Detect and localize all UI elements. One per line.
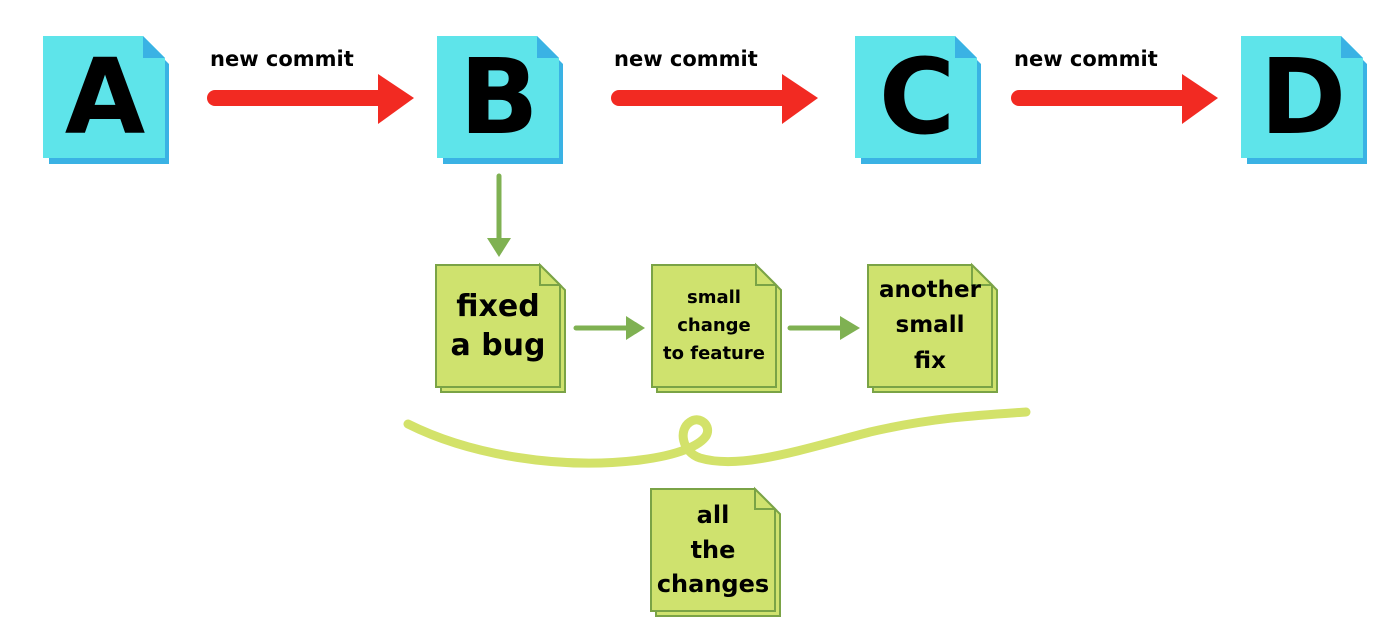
squashed-line: all bbox=[696, 500, 730, 529]
change-line: fixed bbox=[456, 289, 540, 324]
document-icon bbox=[651, 262, 782, 393]
squashed-line: the bbox=[690, 535, 736, 564]
document-icon bbox=[43, 36, 169, 164]
commit-label-b: B bbox=[459, 36, 538, 158]
commit-label-d: D bbox=[1259, 36, 1346, 158]
branch-arrow-b-down bbox=[487, 173, 511, 257]
main-arrow-b-c bbox=[611, 74, 818, 124]
main-arrow-a-b bbox=[207, 74, 414, 124]
document-icon bbox=[650, 486, 781, 617]
commit-label-a: A bbox=[64, 36, 146, 158]
change-line: another bbox=[878, 276, 981, 303]
document-icon bbox=[867, 262, 998, 393]
change-line: small bbox=[687, 287, 741, 309]
squash-curve bbox=[403, 407, 1031, 468]
commit-label-c: C bbox=[878, 36, 955, 158]
edge-label-c-d: new commit bbox=[1014, 47, 1158, 71]
document-icon bbox=[855, 36, 981, 164]
squashed-line: changes bbox=[656, 570, 770, 599]
edge-label-b-c: new commit bbox=[614, 47, 758, 71]
document-icon bbox=[1241, 36, 1367, 164]
document-icon bbox=[437, 36, 563, 164]
branch-arrow-1-2 bbox=[573, 316, 645, 340]
main-arrow-c-d bbox=[1011, 74, 1218, 124]
change-line: small bbox=[895, 312, 965, 339]
document-icon bbox=[435, 262, 566, 393]
change-line: a bug bbox=[450, 328, 546, 363]
change-line: fix bbox=[914, 347, 946, 374]
change-line: change bbox=[677, 315, 751, 337]
branch-arrow-2-3 bbox=[787, 316, 860, 340]
edge-label-a-b: new commit bbox=[210, 47, 354, 71]
change-line: to feature bbox=[663, 342, 765, 364]
